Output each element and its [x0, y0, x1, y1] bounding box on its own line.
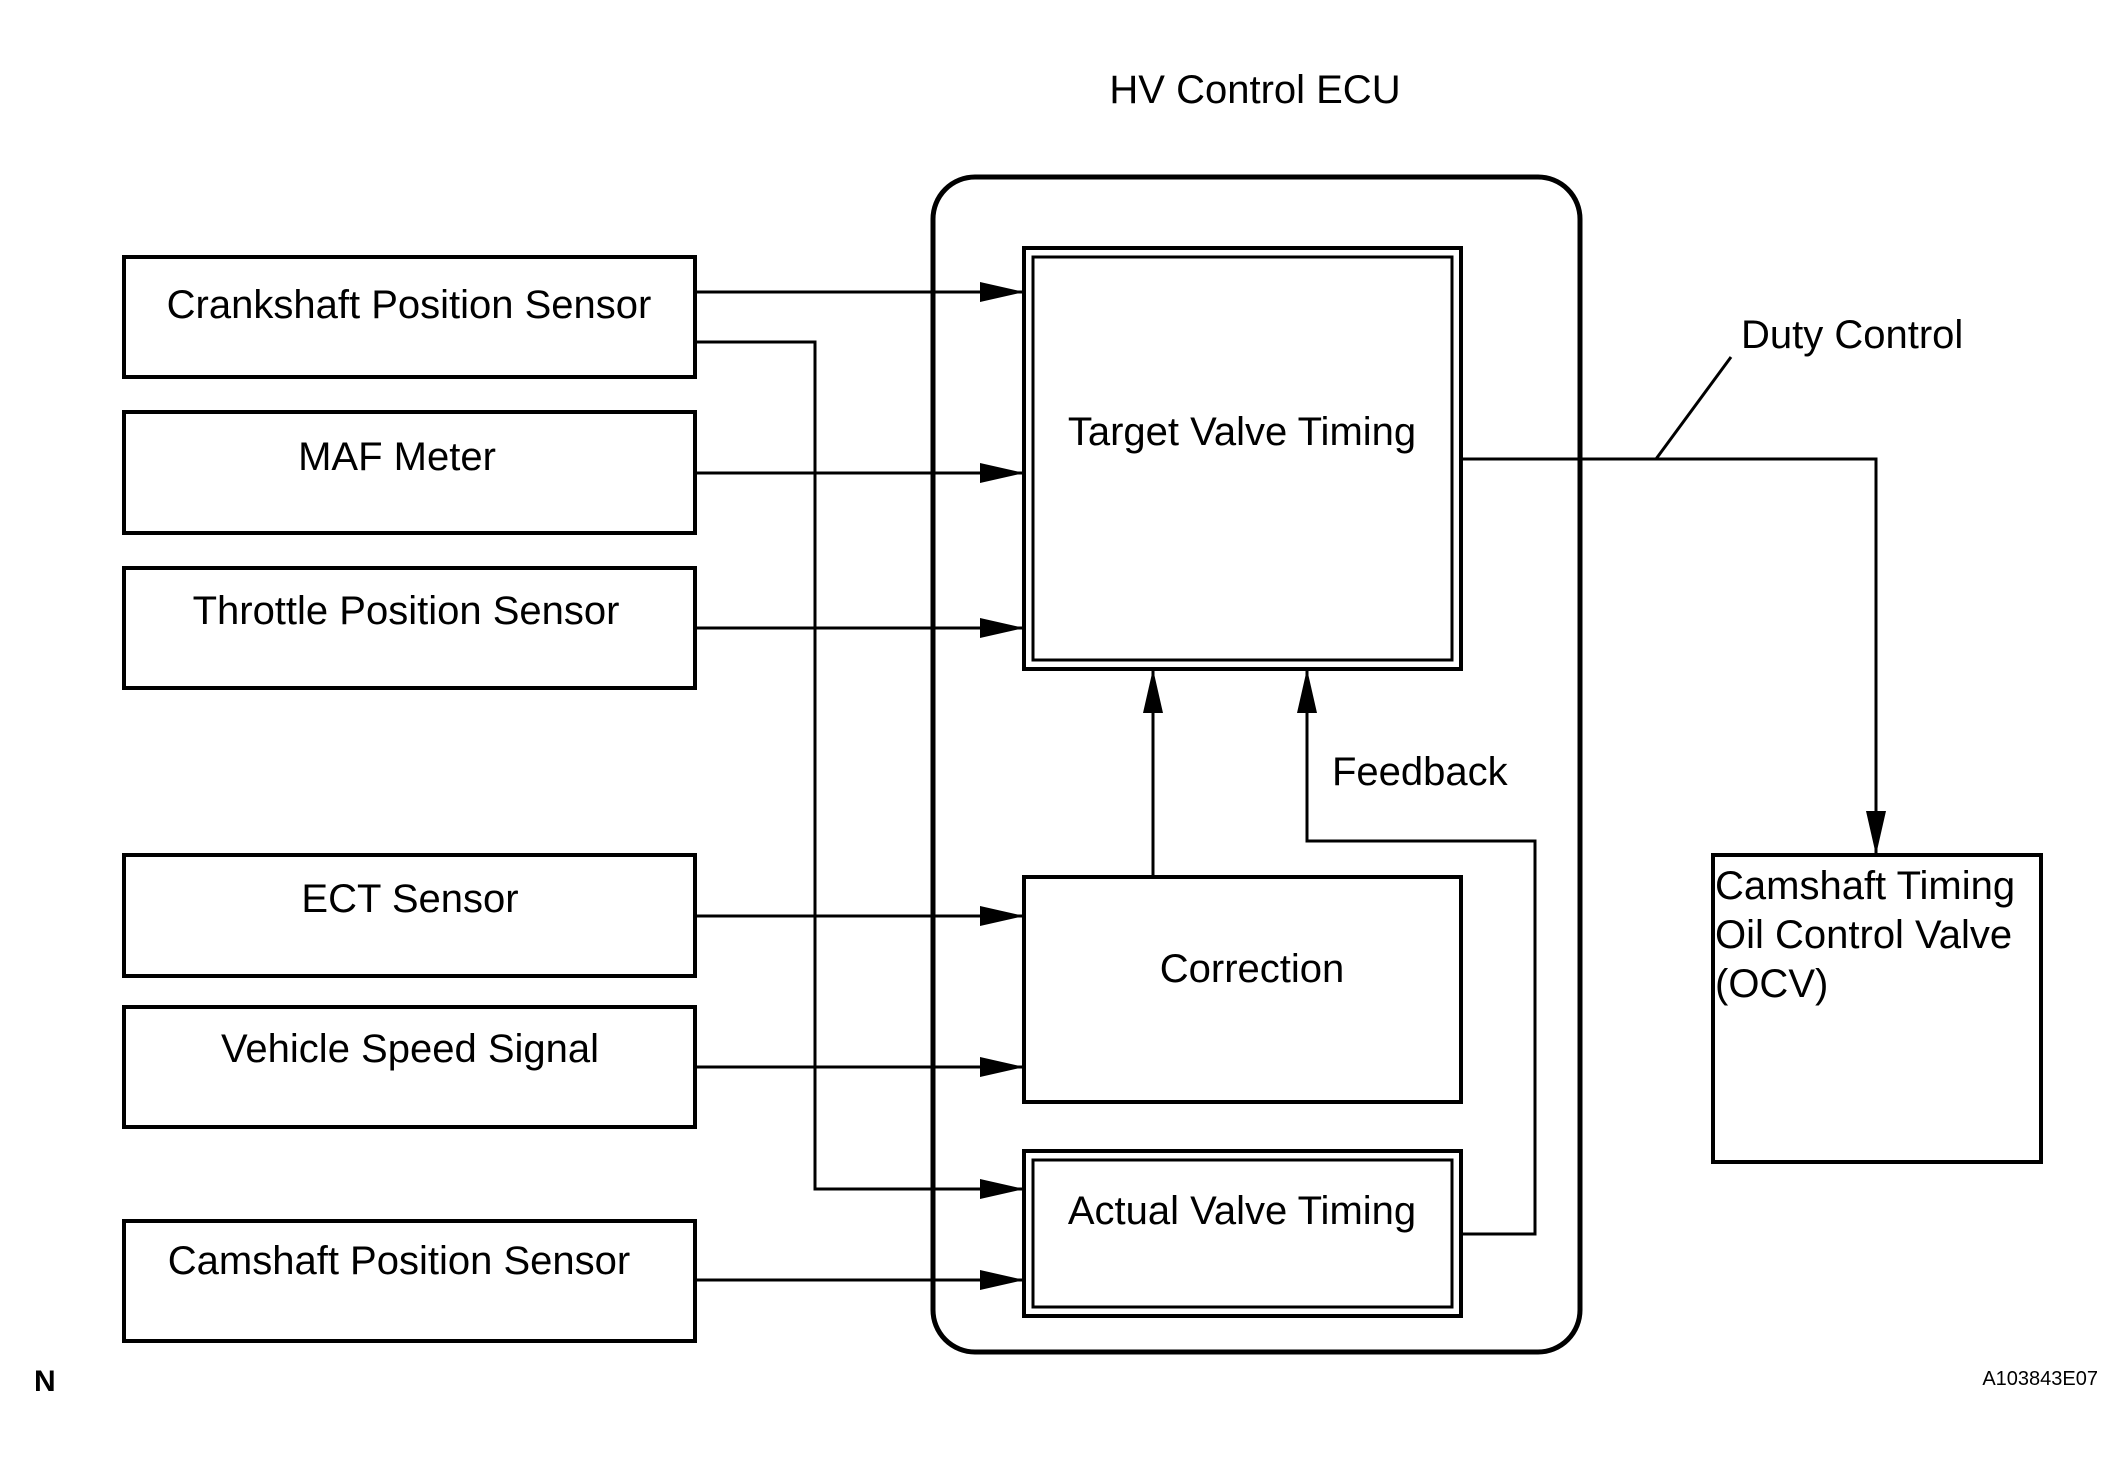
camshaft-sensor-label: Camshaft Position Sensor: [168, 1239, 630, 1283]
actual-valve-timing-label: Actual Valve Timing: [1068, 1189, 1416, 1233]
corner-mark: N: [34, 1365, 56, 1398]
ecu-outline: [930, 174, 1583, 1355]
ocv-output-block: Camshaft Timing Oil Control Valve (OCV): [1711, 853, 2043, 1164]
ocv-label-line3: (OCV): [1715, 962, 1828, 1006]
duty-control-leader: [1654, 356, 1733, 460]
arrow-crankshaft-to-actual: [695, 340, 1024, 1199]
input-throttle-sensor: Throttle Position Sensor: [122, 566, 697, 690]
target-valve-timing-label: Target Valve Timing: [1068, 410, 1416, 454]
ocv-label-line1: Camshaft Timing: [1715, 864, 2015, 908]
correction-label: Correction: [1160, 947, 1345, 991]
throttle-sensor-label: Throttle Position Sensor: [193, 589, 620, 633]
arrow-feedback-to-target: [1297, 669, 1537, 1236]
correction-block: Correction: [1022, 875, 1463, 1104]
arrow-target-to-ocv: [1461, 457, 1886, 855]
feedback-label: Feedback: [1332, 750, 1509, 794]
duty-control-label: Duty Control: [1741, 313, 1963, 357]
ect-sensor-label: ECT Sensor: [301, 877, 518, 921]
actual-valve-timing-block: Actual Valve Timing: [1022, 1149, 1463, 1318]
maf-meter-label: MAF Meter: [298, 435, 496, 479]
input-ect-sensor: ECT Sensor: [122, 853, 697, 978]
input-camshaft-sensor: Camshaft Position Sensor: [122, 1219, 697, 1343]
input-vehicle-speed-signal: Vehicle Speed Signal: [122, 1005, 697, 1129]
figure-code: A103843E07: [1982, 1368, 2098, 1390]
input-maf-meter: MAF Meter: [122, 410, 697, 535]
vehicle-speed-signal-label: Vehicle Speed Signal: [221, 1027, 599, 1071]
crankshaft-sensor-label: Crankshaft Position Sensor: [167, 283, 652, 327]
ecu-title: HV Control ECU: [1109, 68, 1400, 112]
connectors: [695, 282, 1886, 1290]
ocv-label-line2: Oil Control Valve: [1715, 913, 2012, 957]
input-crankshaft-sensor: Crankshaft Position Sensor: [122, 255, 697, 379]
target-valve-timing-block: Target Valve Timing: [1022, 246, 1463, 671]
